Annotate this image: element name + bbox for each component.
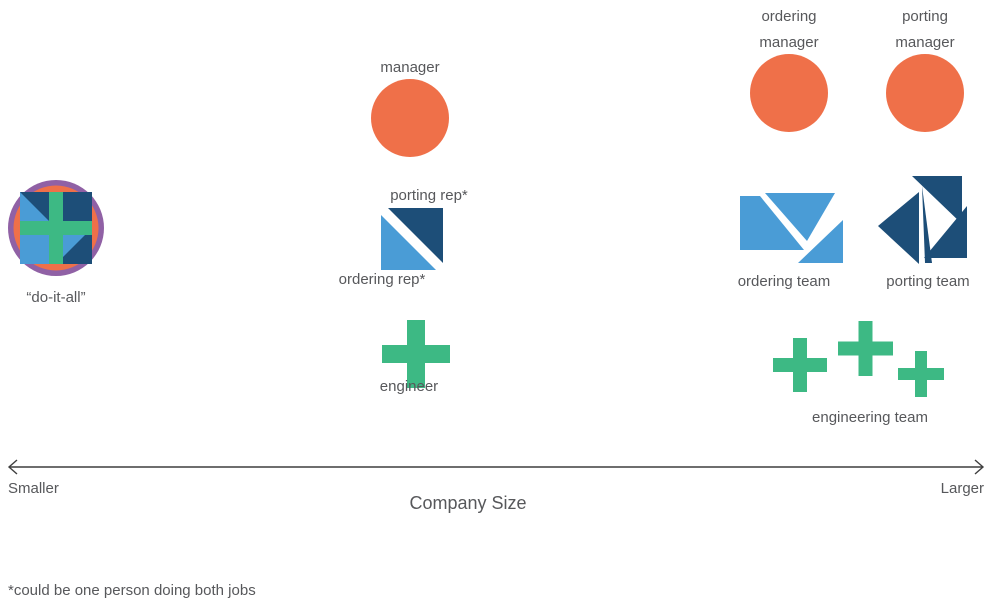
plus-horizontal xyxy=(382,345,450,363)
porting-manager-circle-icon xyxy=(886,54,964,132)
ordering-rep-label: ordering rep* xyxy=(338,271,426,288)
manager-label: manager xyxy=(380,59,440,76)
ordering-team-shape-right xyxy=(798,220,843,263)
ordering-team-icon xyxy=(740,193,843,263)
engineering-team-plus-3-icon xyxy=(898,351,944,397)
ordering-manager-label: ordering manager xyxy=(738,4,840,56)
ordering-team-shape-middle xyxy=(765,193,835,241)
porting-rep-label: porting rep* xyxy=(390,187,468,204)
plus-horizontal xyxy=(898,368,944,380)
engineer-plus-icon xyxy=(382,320,450,388)
axis-arrowhead-left xyxy=(7,459,18,475)
plus-horizontal xyxy=(773,358,827,372)
porting-manager-line2: manager xyxy=(895,34,955,51)
do-it-all-label: “do-it-all” xyxy=(26,289,86,306)
porting-team-shape-left xyxy=(878,192,919,264)
axis-title: Company Size xyxy=(409,493,527,513)
porting-team-shape-sliver xyxy=(922,186,932,263)
porting-manager-circle xyxy=(886,54,964,132)
ordering-manager-line1: ordering xyxy=(761,8,817,25)
company-size-axis-arrow xyxy=(7,459,985,475)
axis-smaller-label: Smaller xyxy=(8,480,59,497)
plus-horizontal xyxy=(838,341,893,356)
engineering-team-label: engineering team xyxy=(812,409,928,426)
porting-team-icon xyxy=(878,176,967,264)
ordering-rep-triangle xyxy=(381,215,436,270)
rep-split-square-icon xyxy=(381,208,443,270)
footnote: *could be one person doing both jobs xyxy=(8,582,256,599)
porting-team-shape-top xyxy=(912,176,962,224)
badge-quad-bottom-right-triangle xyxy=(56,228,92,264)
engineer-label: engineer xyxy=(379,378,439,395)
badge-quad-top-left-triangle xyxy=(20,192,56,228)
axis-larger-label: Larger xyxy=(940,480,984,497)
ordering-manager-line2: manager xyxy=(759,34,819,51)
engineering-team-plus-2-icon xyxy=(838,321,893,376)
ordering-team-label: ordering team xyxy=(737,273,831,290)
ordering-team-shape-left xyxy=(740,196,804,250)
porting-team-label: porting team xyxy=(886,273,970,290)
porting-rep-triangle xyxy=(388,208,443,263)
badge-cross-horizontal xyxy=(20,221,92,235)
manager-circle xyxy=(371,79,449,157)
do-it-all-badge-icon xyxy=(8,180,104,276)
engineering-team-plus-1-icon xyxy=(773,338,827,392)
ordering-manager-circle-icon xyxy=(750,54,828,132)
porting-team-shape-bottom xyxy=(924,206,967,258)
porting-manager-label: porting manager xyxy=(874,4,976,56)
ordering-manager-circle xyxy=(750,54,828,132)
axis-arrowhead-right xyxy=(974,459,985,475)
manager-circle-icon xyxy=(371,79,449,157)
porting-manager-line1: porting xyxy=(902,8,948,25)
